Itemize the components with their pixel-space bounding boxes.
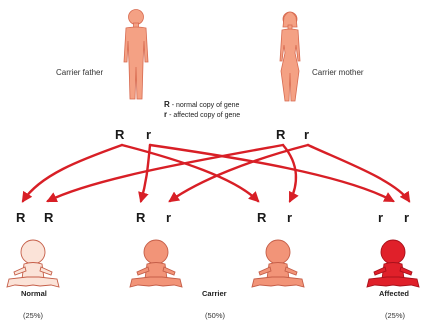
pct-affected: (25%) (385, 311, 405, 320)
legend-R: R - normal copy of gene (164, 100, 240, 110)
legend-r: r - affected copy of gene (164, 110, 240, 120)
baby-normal (7, 240, 59, 287)
caption-affected: Affected (379, 289, 409, 298)
father-allele-R: R (115, 127, 124, 142)
baby-affected (367, 240, 419, 287)
caption-normal: Normal (21, 289, 47, 298)
father-allele-r: r (146, 127, 151, 142)
child4-allele-1: r (378, 210, 383, 225)
child2-allele-2: r (166, 210, 171, 225)
father-label: Carrier father (56, 68, 103, 77)
child1-allele-1: R (16, 210, 25, 225)
pct-carrier: (50%) (205, 311, 225, 320)
mother-figure (280, 12, 300, 101)
mother-label: Carrier mother (312, 68, 364, 77)
arrow-mother-r-to-child4 (308, 145, 409, 201)
caption-carrier: Carrier (202, 289, 227, 298)
child3-allele-1: R (257, 210, 266, 225)
arrow-father-R-to-child1 (23, 145, 122, 201)
child3-allele-2: r (287, 210, 292, 225)
child2-allele-1: R (136, 210, 145, 225)
baby-carrier-1 (130, 240, 182, 287)
arrow-mother-R-to-child3 (283, 145, 296, 201)
child1-allele-2: R (44, 210, 53, 225)
pct-normal: (25%) (23, 311, 43, 320)
legend: R - normal copy of gene r - affected cop… (164, 100, 240, 120)
child4-allele-2: r (404, 210, 409, 225)
baby-carrier-2 (252, 240, 304, 287)
mother-allele-R: R (276, 127, 285, 142)
arrow-father-r-to-child4 (150, 145, 393, 201)
inheritance-arrows (23, 145, 409, 201)
mother-allele-r: r (304, 127, 309, 142)
father-figure (124, 10, 148, 100)
